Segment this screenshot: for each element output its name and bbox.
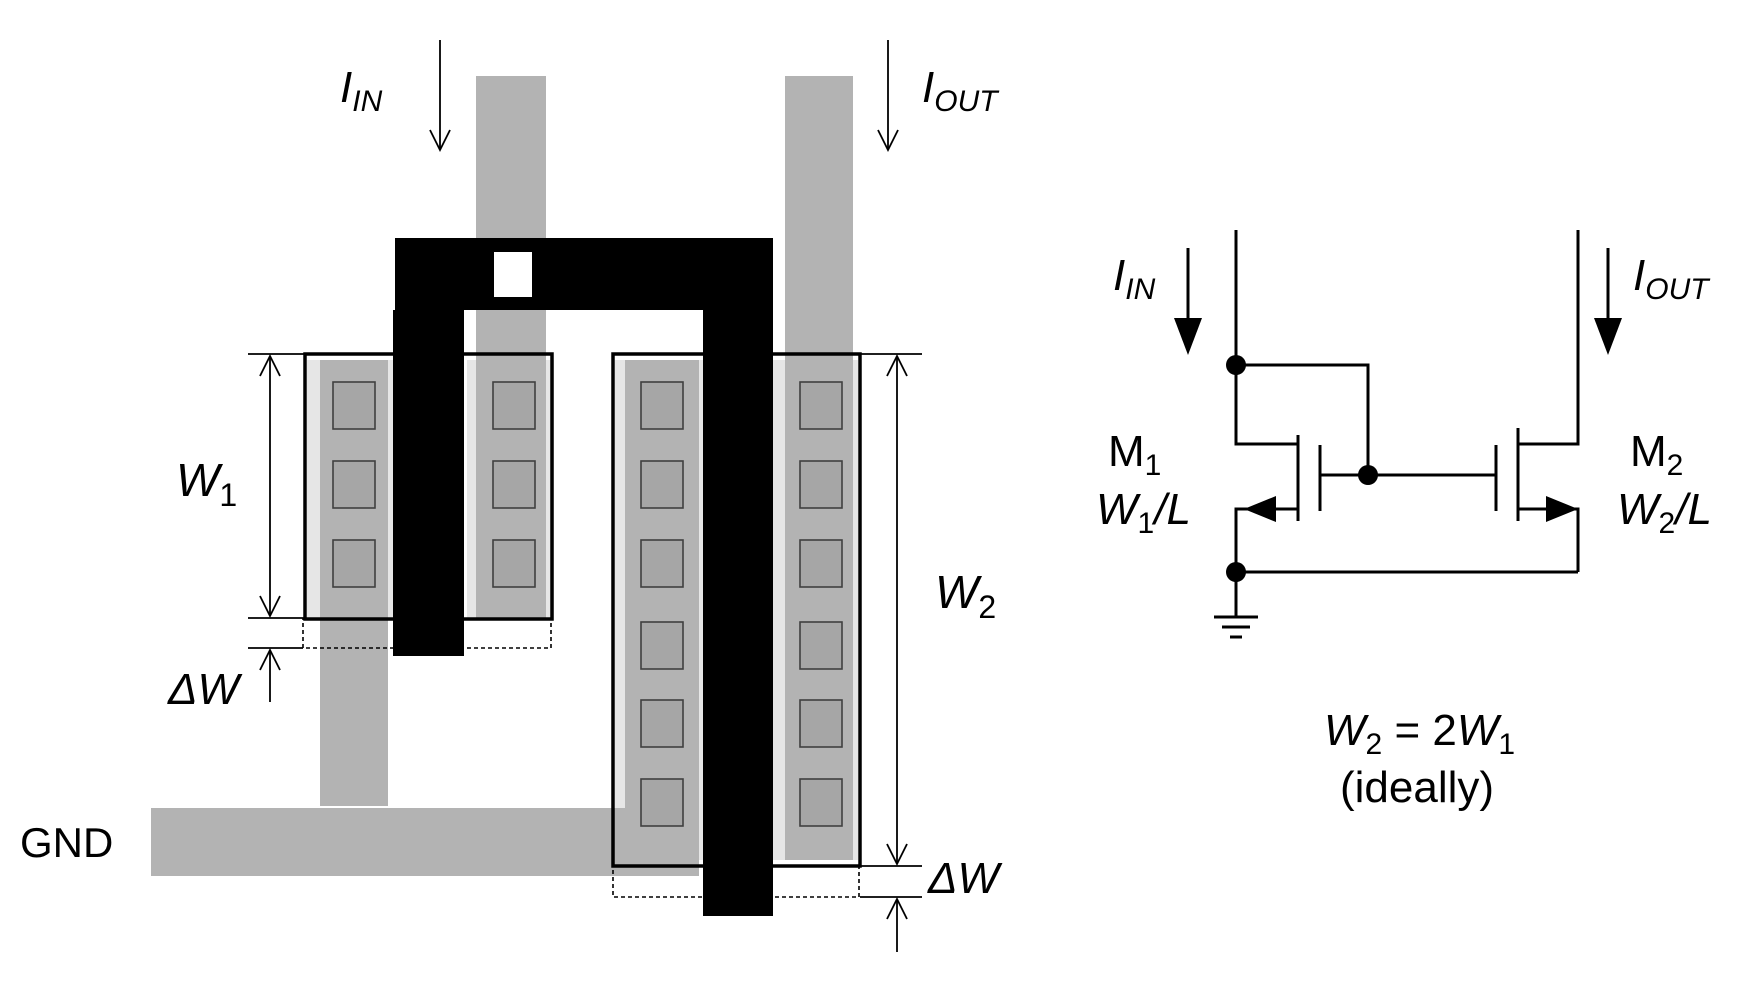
- contact: [492, 539, 536, 588]
- contact: [332, 381, 376, 430]
- gnd-rail: [151, 808, 699, 876]
- layout-drawing: IIN IOUT W1 W2 ΔW ΔW GND: [20, 40, 1003, 952]
- sch-iout-label: IOUT: [1633, 251, 1711, 306]
- m1-source-arrow: [1244, 496, 1276, 522]
- m1-outline: [303, 352, 554, 621]
- contact: [492, 460, 536, 509]
- arrowhead: [259, 595, 281, 619]
- contacts: [332, 381, 843, 827]
- m1-drain-wire: [1234, 230, 1300, 463]
- contact: [640, 381, 684, 430]
- contact: [799, 621, 843, 670]
- contact: [799, 381, 843, 430]
- m2-outline: [611, 352, 862, 868]
- metal-input-line: [476, 76, 546, 618]
- sch-iin-label: IIN: [1113, 251, 1156, 306]
- layout-w1-label: W1: [176, 454, 237, 513]
- contact: [799, 460, 843, 509]
- arrowhead: [886, 896, 908, 920]
- m2-delta-w-outline: [612, 865, 860, 898]
- arrowhead: [886, 353, 908, 377]
- arrowhead: [259, 647, 281, 671]
- layout-iout-label: IOUT: [922, 63, 1000, 118]
- contact: [799, 699, 843, 748]
- equation-note: (ideally): [1340, 763, 1494, 812]
- schematic-wires: [1186, 230, 1610, 639]
- m1-delta-w-outline: [302, 618, 552, 649]
- m1-diode-wire: [1236, 363, 1370, 475]
- m1-ratio-label: W1/L: [1096, 485, 1191, 540]
- arrowhead: [877, 129, 899, 153]
- layout-delta-w2-label: ΔW: [927, 854, 1003, 903]
- equation-label: W2 = 2W1: [1324, 706, 1515, 761]
- contact: [640, 539, 684, 588]
- contact: [332, 539, 376, 588]
- layout-iin-label: IIN: [340, 63, 383, 118]
- sch-iout-arrowhead: [1594, 318, 1622, 355]
- junction-dot: [1226, 562, 1246, 582]
- dimension-lines: [248, 40, 922, 952]
- arrowhead: [886, 843, 908, 867]
- contact: [332, 460, 376, 509]
- junction-dot: [1226, 355, 1246, 375]
- arrowhead: [429, 129, 451, 153]
- layout-delta-w1-label: ΔW: [167, 665, 243, 714]
- m1-source-wire: [1234, 507, 1298, 572]
- contact: [799, 539, 843, 588]
- sch-iin-arrowhead: [1174, 318, 1202, 355]
- gate-contact: [494, 252, 532, 297]
- m1-name-label: M1: [1108, 427, 1161, 482]
- contact: [640, 778, 684, 827]
- contact: [799, 778, 843, 827]
- gate-poly: [393, 238, 773, 916]
- contact: [492, 381, 536, 430]
- contact: [640, 621, 684, 670]
- contact: [640, 460, 684, 509]
- gnd-label: GND: [20, 819, 113, 866]
- m2-ratio-label: W2/L: [1617, 485, 1712, 540]
- contact: [640, 699, 684, 748]
- m2-source-arrow: [1546, 496, 1578, 522]
- m2-name-label: M2: [1630, 427, 1683, 482]
- layout-w2-label: W2: [935, 566, 996, 625]
- arrowhead: [259, 353, 281, 377]
- schematic-drawing: IIN IOUT M1 W1/L M2 W2/L W2 = 2W1 (ideal…: [1096, 230, 1712, 812]
- m2-drain-wire: [1518, 230, 1580, 446]
- junction-dot: [1358, 465, 1378, 485]
